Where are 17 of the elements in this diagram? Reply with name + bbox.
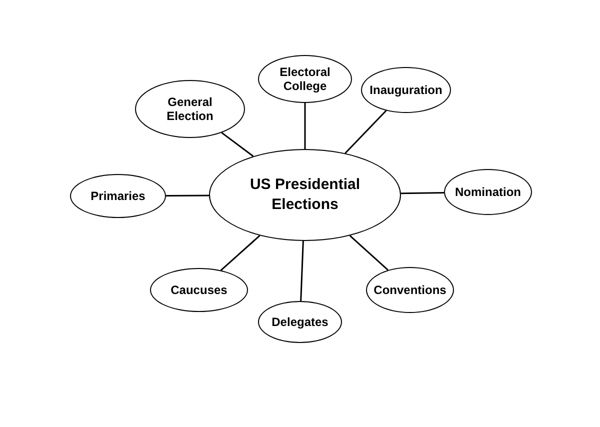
- connector-line: [344, 110, 387, 154]
- node-label: General Election: [166, 94, 214, 124]
- node-label: Delegates: [270, 314, 330, 330]
- node-label: Inauguration: [368, 82, 444, 98]
- connector-line: [300, 240, 304, 302]
- connector-line: [304, 103, 306, 149]
- node-label: US Presidential Elections: [248, 174, 362, 215]
- node-label: Primaries: [90, 188, 146, 204]
- connector-line: [166, 194, 209, 196]
- node-label: Caucuses: [170, 282, 228, 298]
- connector-line: [221, 132, 254, 157]
- connector-line: [220, 235, 260, 271]
- connector-line: [400, 192, 444, 194]
- node-label: Electoral College: [278, 64, 332, 94]
- node-label: Nomination: [454, 184, 522, 200]
- connector-line: [349, 235, 388, 271]
- node-label: Conventions: [372, 282, 448, 298]
